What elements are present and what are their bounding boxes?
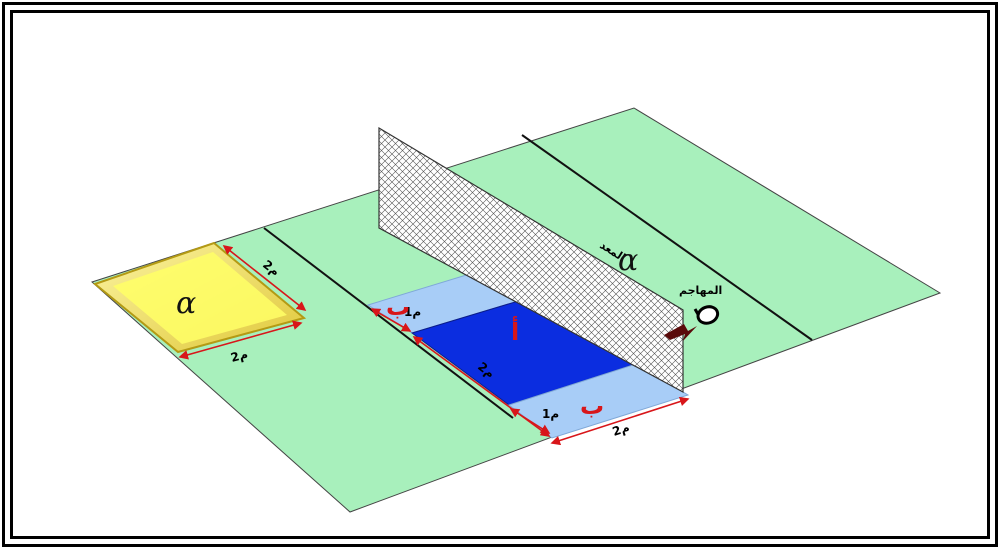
attacker-label: المهاجم xyxy=(679,284,722,297)
inner-frame xyxy=(10,10,990,539)
square-right-measure xyxy=(222,245,307,311)
zone-b-bottom-dim: 1م xyxy=(542,407,559,422)
zone-b-bottom-letter: ب xyxy=(580,392,604,420)
attack-line-right xyxy=(521,134,813,341)
zone-b-bottom-measure xyxy=(509,408,551,434)
square-bottom-dim: 2م xyxy=(229,347,249,366)
zone-a-letter: أ xyxy=(511,316,519,346)
setter-symbol: α xyxy=(618,243,638,278)
target-symbol: α xyxy=(176,286,196,321)
zone-b-top-measure xyxy=(370,308,412,332)
attacker-icon xyxy=(693,305,720,325)
zone-b-top-dim: 1م xyxy=(404,305,421,320)
attacker-arrow xyxy=(664,324,697,341)
zone-length-measure xyxy=(550,396,690,446)
zone-b-top-letter: ب xyxy=(386,293,410,321)
zone-length-dim: 2م xyxy=(611,420,632,440)
square-bottom-measure xyxy=(178,320,303,360)
net xyxy=(378,126,684,394)
